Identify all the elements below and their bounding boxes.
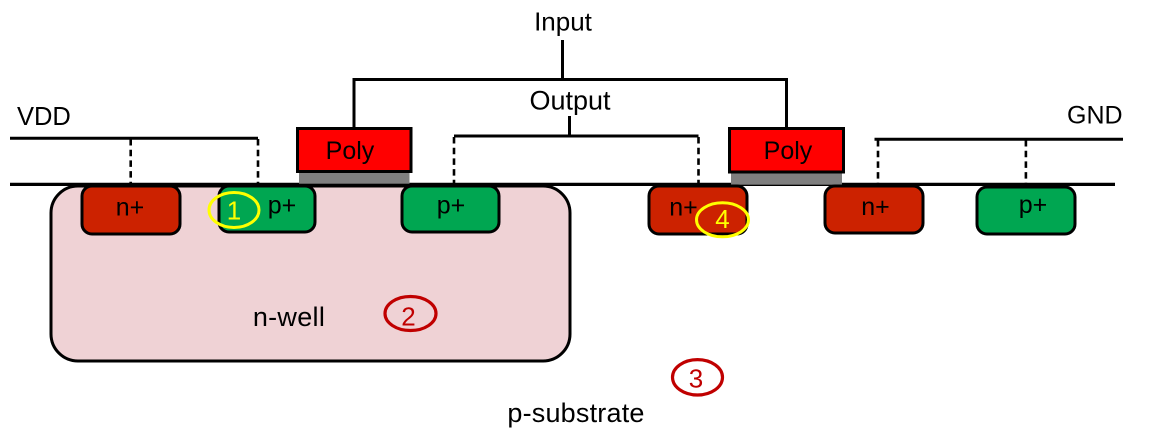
svg-text:p-substrate: p-substrate: [507, 398, 644, 428]
svg-text:2: 2: [401, 302, 415, 332]
svg-text:Poly: Poly: [764, 137, 813, 165]
svg-text:p+: p+: [268, 192, 297, 220]
svg-text:1: 1: [227, 196, 241, 226]
svg-text:p+: p+: [1019, 191, 1048, 219]
svg-text:GND: GND: [1067, 102, 1123, 130]
svg-text:VDD: VDD: [17, 103, 71, 131]
svg-text:Input: Input: [534, 6, 593, 36]
svg-text:n+: n+: [669, 194, 698, 222]
svg-text:4: 4: [715, 204, 729, 234]
svg-text:Poly: Poly: [326, 137, 375, 165]
svg-text:p+: p+: [437, 192, 466, 220]
svg-text:n+: n+: [116, 194, 145, 222]
svg-text:Output: Output: [529, 85, 611, 115]
svg-text:n-well: n-well: [253, 302, 325, 332]
svg-text:3: 3: [689, 364, 703, 394]
svg-text:n+: n+: [861, 193, 890, 221]
